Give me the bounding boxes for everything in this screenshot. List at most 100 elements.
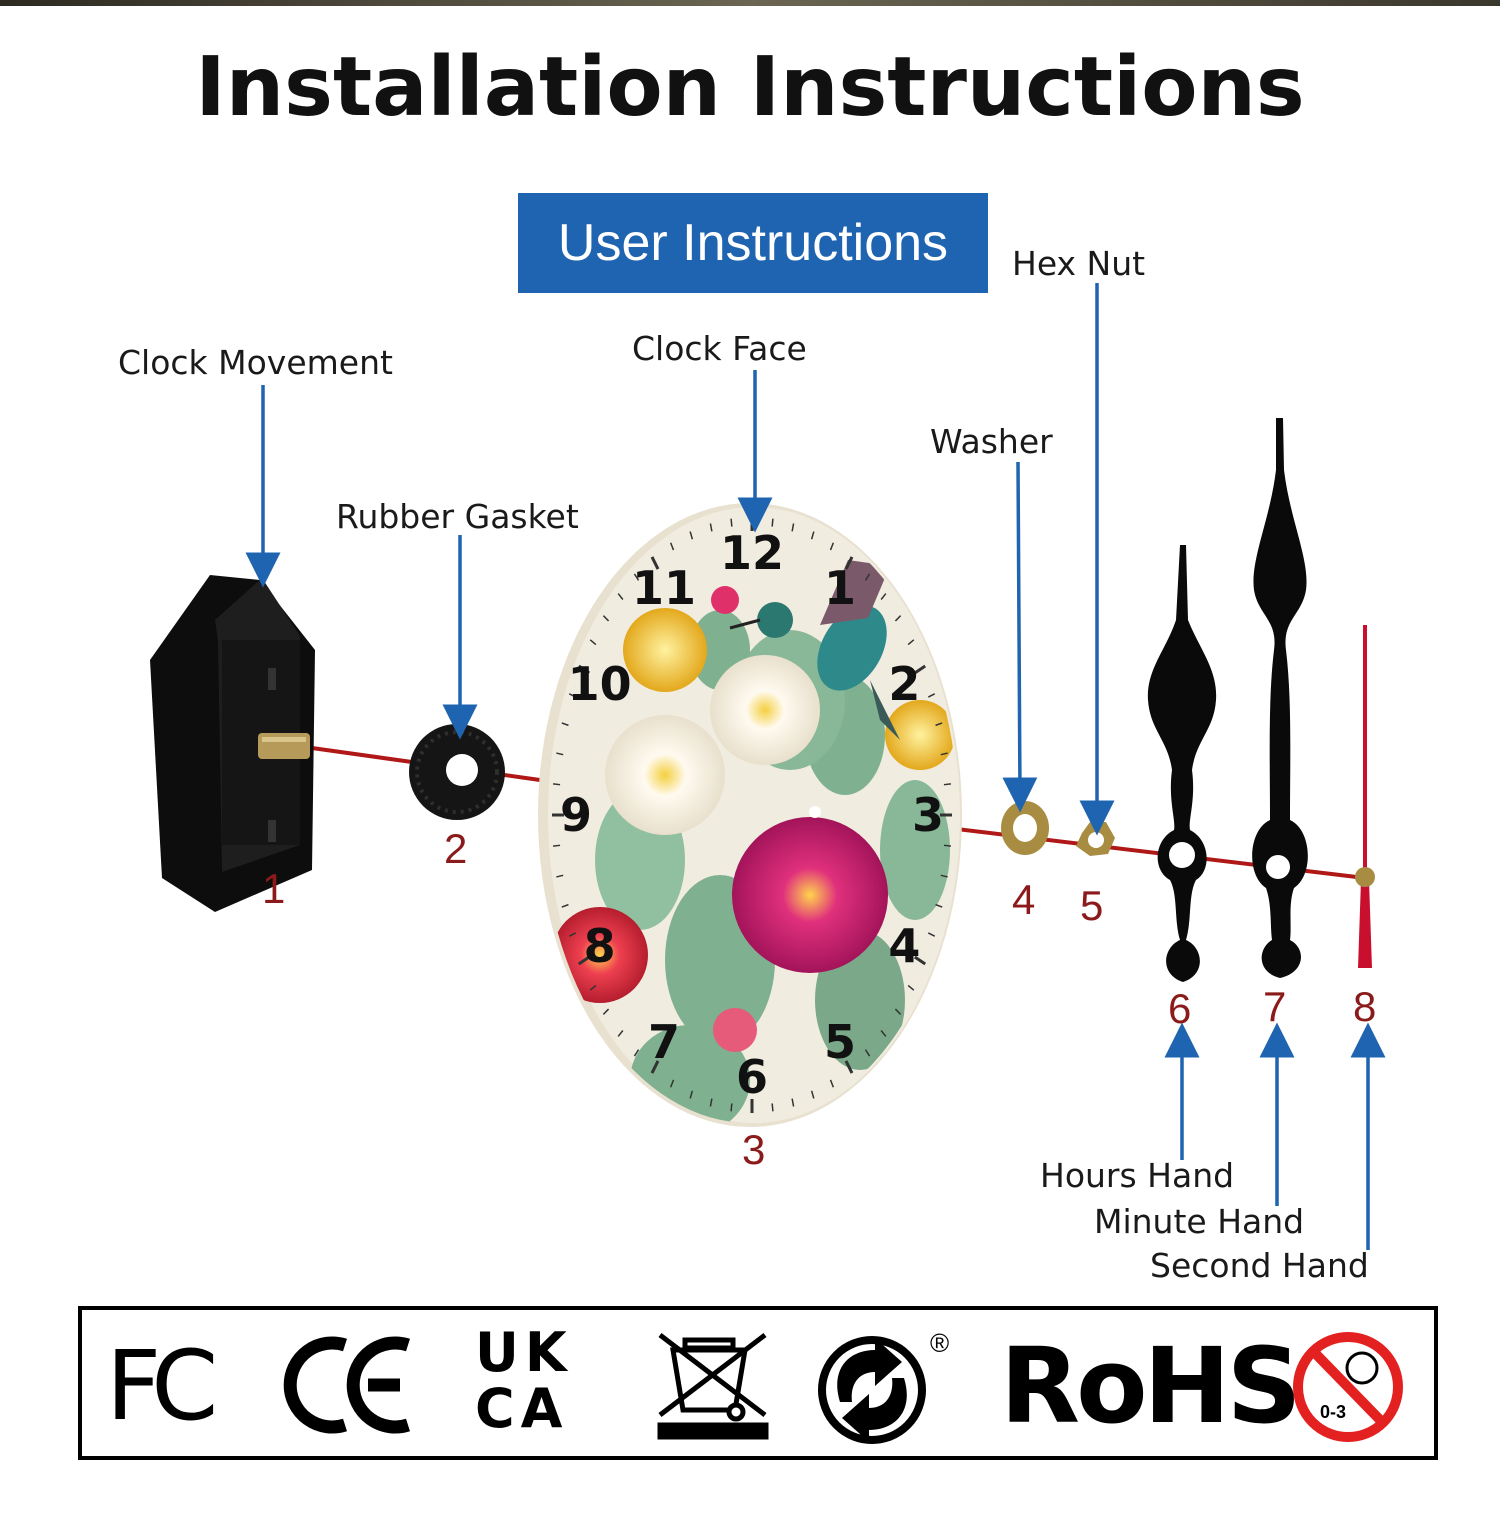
registered-mark: ®	[930, 1328, 950, 1358]
part-number-5: 5	[1080, 882, 1104, 929]
ukca-mark-top: UK	[475, 1321, 573, 1384]
dial-tick	[943, 844, 951, 847]
label-second-hand: Second Hand	[1150, 1246, 1369, 1285]
dial-tick	[940, 752, 948, 756]
dial-tick	[791, 1098, 795, 1107]
dial-tick	[556, 752, 564, 756]
dial-tick	[894, 615, 902, 622]
dial-tick	[844, 1060, 854, 1074]
dial-tick	[650, 1060, 660, 1074]
dial-tick	[602, 1008, 610, 1015]
certification-panel	[78, 1306, 1438, 1460]
dial-tick	[791, 523, 795, 532]
certification-icons	[283, 1332, 1403, 1444]
dial-tick	[864, 1049, 871, 1057]
ukca-mark-bottom: CA	[475, 1377, 569, 1440]
dial-tick	[561, 903, 569, 908]
dial-tick	[771, 1103, 774, 1112]
dial-tick	[829, 1079, 835, 1088]
dial-tick	[940, 874, 948, 878]
dial-tick	[943, 783, 951, 786]
dial-tick	[844, 556, 854, 570]
arrow-washer	[1002, 461, 1038, 813]
dial-tick	[927, 932, 936, 937]
dial-tick	[633, 573, 640, 581]
dial-tick	[689, 531, 694, 540]
dial-tick	[617, 1030, 624, 1037]
dial-number-1: 1	[823, 561, 857, 616]
dial-number-2: 2	[888, 657, 921, 711]
dial-tick	[556, 874, 564, 878]
dial-tick	[709, 523, 713, 532]
dial-number-10: 10	[567, 657, 632, 711]
part-number-2: 2	[444, 825, 468, 872]
dial-tick	[568, 932, 577, 937]
dial-tick	[650, 556, 660, 570]
dial-tick	[602, 615, 610, 622]
dial-number-4: 4	[888, 919, 921, 973]
dial-tick	[730, 518, 733, 527]
rohs-mark: RoHS	[1000, 1325, 1301, 1447]
dial-number-3: 3	[911, 788, 945, 842]
dial-tick	[880, 1030, 887, 1037]
dial-tick	[894, 1008, 902, 1015]
callout-arrows	[245, 283, 1386, 1250]
part-number-8: 8	[1353, 983, 1377, 1030]
dial-number-8: 8	[583, 919, 616, 973]
label-washer: Washer	[930, 422, 1053, 461]
second-hand-part	[1355, 625, 1375, 968]
dial-tick	[709, 1098, 713, 1107]
dial-tick	[935, 722, 943, 727]
part-number-3: 3	[742, 1126, 766, 1173]
green-dot-icon	[818, 1336, 926, 1444]
dial-tick	[730, 1103, 733, 1112]
dial-tick	[633, 1049, 640, 1057]
dial-tick	[577, 955, 591, 966]
dial-tick	[810, 531, 815, 540]
dial-tick	[829, 542, 835, 551]
dial-tick	[689, 1090, 694, 1099]
dial-tick	[577, 664, 591, 675]
label-clock-face: Clock Face	[632, 329, 807, 368]
label-hours-hand: Hours Hand	[1040, 1156, 1235, 1195]
dial-tick	[553, 844, 561, 847]
dial-tick	[669, 1079, 675, 1088]
age-warning-label: 0-3	[1320, 1402, 1347, 1422]
dial-tick	[589, 639, 597, 646]
dial-number-5: 5	[823, 1014, 857, 1069]
part-number-4: 4	[1012, 876, 1036, 923]
dial-tick	[907, 639, 915, 646]
dial-tick	[553, 783, 561, 786]
part-number-6: 6	[1168, 985, 1192, 1032]
dial-tick	[927, 693, 936, 698]
page-title: Installation Instructions	[195, 40, 1305, 135]
part-number-1: 1	[262, 865, 286, 912]
part-number-7: 7	[1263, 983, 1287, 1030]
washer-part	[1001, 801, 1049, 855]
dial-tick	[669, 542, 675, 551]
dial-number-11: 11	[631, 561, 697, 616]
top-border-strip	[0, 0, 1500, 6]
minute-hand-part	[1252, 418, 1308, 978]
label-minute-hand: Minute Hand	[1094, 1202, 1305, 1241]
dial-tick	[864, 573, 871, 581]
dial-tick	[913, 955, 927, 966]
dial-tick	[568, 693, 577, 698]
dial-number-6: 6	[735, 1050, 769, 1104]
user-instructions-banner: User Instructions	[518, 193, 988, 293]
clock-face-part	[538, 503, 962, 1127]
dial-tick	[907, 984, 915, 991]
label-hex-nut: Hex Nut	[1012, 244, 1146, 283]
hour-hand-part	[1147, 545, 1217, 982]
dial-number-9: 9	[559, 788, 593, 842]
label-clock-movement: Clock Movement	[118, 343, 393, 382]
dial-tick	[913, 664, 927, 675]
no-children-0-3-icon	[1293, 1332, 1403, 1442]
dial-tick	[880, 593, 887, 600]
dial-number-12: 12	[719, 526, 785, 580]
dial-tick	[589, 984, 597, 991]
hex-nut-part	[1076, 822, 1115, 856]
dial-tick	[617, 593, 624, 600]
rubber-gasket-part	[409, 724, 505, 820]
